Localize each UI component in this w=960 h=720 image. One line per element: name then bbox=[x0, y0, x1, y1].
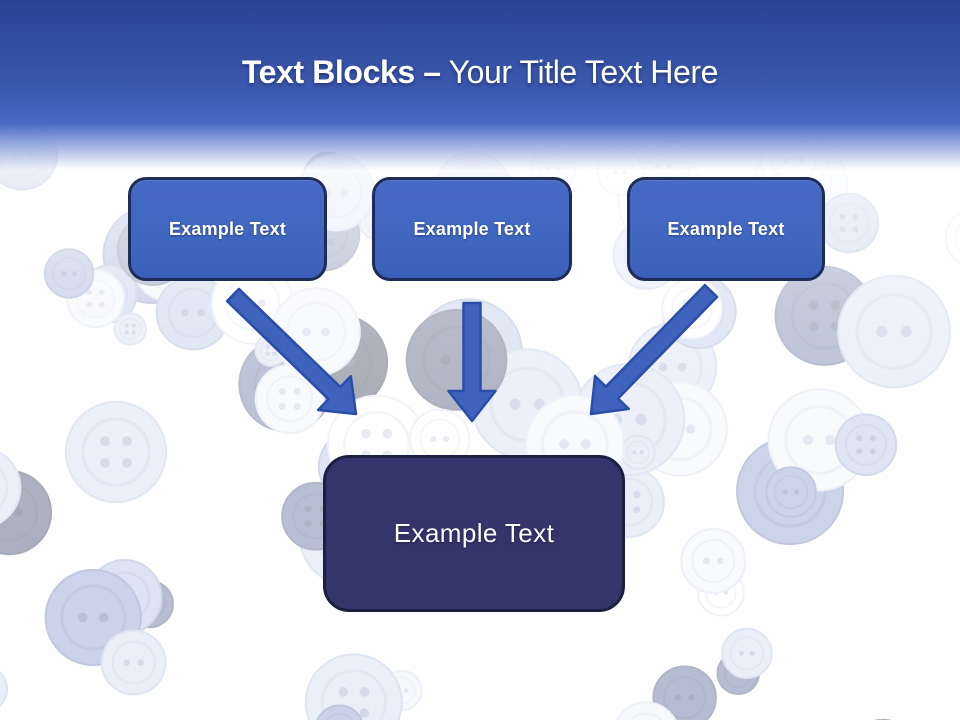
slide-title[interactable]: Text Blocks – Your Title Text Here bbox=[0, 52, 960, 92]
arrow-down-left-icon bbox=[589, 283, 719, 416]
text-block-3-label: Example Text bbox=[667, 218, 785, 239]
text-block-center-label: Example Text bbox=[393, 518, 555, 548]
text-block-2[interactable]: Example Text bbox=[372, 177, 572, 281]
arrow-down-icon bbox=[447, 301, 497, 423]
text-block-2-label: Example Text bbox=[413, 218, 531, 239]
title-bold-text: Text Blocks – bbox=[241, 54, 441, 90]
title-bar: Text Blocks – Your Title Text Here bbox=[0, 0, 960, 170]
text-block-1[interactable]: Example Text bbox=[128, 177, 327, 281]
title-regular-text: Your Title Text Here bbox=[448, 54, 719, 90]
text-block-1-label: Example Text bbox=[168, 218, 287, 239]
arrow-down-right-icon bbox=[225, 287, 358, 416]
text-block-3[interactable]: Example Text bbox=[627, 177, 825, 281]
text-block-center[interactable]: Example Text bbox=[323, 455, 625, 612]
